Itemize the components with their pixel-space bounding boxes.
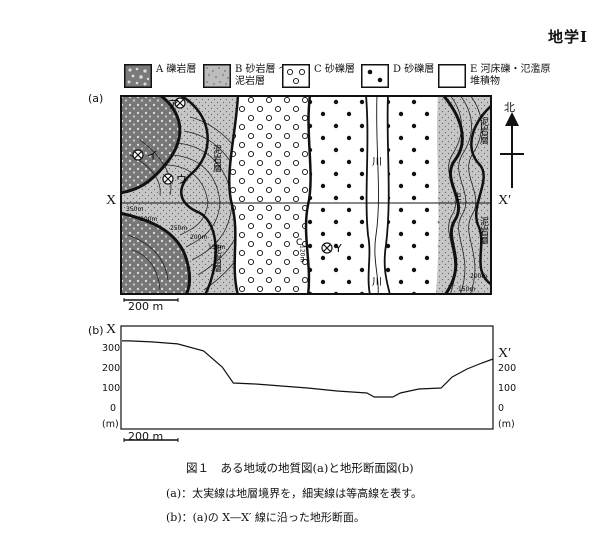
river-label-top: 川 xyxy=(372,157,382,168)
map-scale-bar xyxy=(123,298,179,302)
legend-swatch-sandstone xyxy=(203,64,231,88)
boundary-right-thick xyxy=(441,95,464,295)
layer-b-area-right xyxy=(436,95,492,295)
point-u-label: ウ xyxy=(176,173,187,186)
point-i-marker xyxy=(132,149,144,161)
legend-label-e: E 河床礫・氾濫原堆積物 xyxy=(470,64,551,87)
section-profile-line xyxy=(122,340,494,398)
point-u-marker xyxy=(162,173,174,185)
ytick-left-0: 0 xyxy=(110,403,117,414)
ytick-right-0: 0 xyxy=(498,403,505,414)
point-i-label: イ xyxy=(147,149,158,162)
section-x-right-label: X′ xyxy=(498,346,512,361)
ytick-left-200: 200 xyxy=(102,363,121,374)
ytick-right-200: 200 xyxy=(498,363,517,374)
boundary-a-b-top xyxy=(120,95,182,195)
map-panel-label: (a) xyxy=(88,92,104,105)
section-panel-label: (b) xyxy=(88,324,104,337)
ytick-left-unit: (m) xyxy=(102,419,119,430)
contour-label-300: 300m xyxy=(140,216,157,223)
contour-label-150-right: 150m xyxy=(458,286,475,293)
geologic-map: ア イ ウ Y 川 川 泥岩層 泥岩層 泥岩層 泥岩層 350m 300m 25… xyxy=(120,95,492,295)
map-x-left-label: X xyxy=(106,193,117,208)
mudstone-label-left-bottom: 泥岩層 xyxy=(211,245,222,273)
point-y-marker xyxy=(321,242,333,254)
mudstone-label-left-top: 泥岩層 xyxy=(211,145,222,173)
contour-label-200-right: 200m xyxy=(470,273,487,280)
topographic-section xyxy=(120,325,494,430)
point-y-label: Y xyxy=(334,242,342,255)
boundary-right-thick-2 xyxy=(470,104,492,287)
contour-label-150: 150m xyxy=(208,244,225,251)
point-a-label: ア xyxy=(168,98,179,111)
contour-label-200: 200m xyxy=(190,234,207,241)
legend-item-a: A 礫岩層 xyxy=(124,64,196,94)
section-frame xyxy=(120,325,494,430)
boundary-b-inner xyxy=(179,95,217,295)
legend-item-d: D 砂礫層 xyxy=(361,64,434,94)
legend-swatch-blank xyxy=(438,64,466,88)
mudstone-label-right-top: 泥岩層 xyxy=(478,117,489,145)
map-frame xyxy=(120,95,492,295)
figure-caption-note-b: (b)：(a)の X―X′ 線に沿った地形断面。 xyxy=(166,511,365,524)
contour-label-120: 120m xyxy=(299,245,306,262)
boundary-c-d xyxy=(304,95,312,295)
figure-caption-note-a: (a)：太実線は地層境界を，細実線は等高線を表す。 xyxy=(166,487,423,500)
legend-item-e: E 河床礫・氾濫原堆積物 xyxy=(438,64,552,94)
map-x-right-label: X′ xyxy=(498,193,512,208)
north-label: 北 xyxy=(504,101,515,114)
figure-caption-title: 図１ ある地域の地質図(a)と地形断面図(b) xyxy=(186,461,414,475)
legend-item-c: C 砂礫層 xyxy=(282,64,355,94)
contour-label-250: 250m xyxy=(170,225,187,232)
layer-a-area-top xyxy=(120,95,180,193)
legend-label-c: C 砂礫層 xyxy=(314,64,355,75)
ytick-left-300: 300 xyxy=(102,343,121,354)
contour-label-350: 350m xyxy=(126,206,143,213)
map-scale-label: 200 m xyxy=(128,300,164,313)
legend-swatch-dots xyxy=(361,64,389,88)
river-label-bottom: 川 xyxy=(372,277,382,288)
legend-item-b: B 砂岩層 ～泥岩層 xyxy=(203,64,295,94)
point-a-marker xyxy=(174,97,186,109)
legend-label-b: B 砂岩層 ～泥岩層 xyxy=(235,64,289,87)
layer-tag-e: E xyxy=(456,193,462,203)
legend-label-a: A 礫岩層 xyxy=(156,64,197,75)
boundary-b-c xyxy=(228,95,240,295)
mudstone-label-right-bottom: 泥岩層 xyxy=(478,217,489,245)
section-scale-bar xyxy=(123,438,179,442)
layer-c-pattern xyxy=(229,95,311,295)
legend-label-d: D 砂礫層 xyxy=(393,64,435,75)
section-x-left-label: X xyxy=(106,322,117,337)
legend-swatch-open-circles xyxy=(282,64,310,88)
layer-tag-c: C xyxy=(296,238,302,248)
ytick-right-unit: (m) xyxy=(498,419,515,430)
subject-header: 地学Ⅰ xyxy=(547,28,588,46)
north-arrow-icon xyxy=(500,112,524,188)
boundary-a-b-bottom xyxy=(120,211,192,295)
ytick-right-100: 100 xyxy=(498,383,517,394)
ytick-left-100: 100 xyxy=(102,383,121,394)
river-line xyxy=(374,95,379,295)
layer-a-area-bottom xyxy=(120,213,190,295)
legend-swatch-conglomerate xyxy=(124,64,152,88)
section-scale-label: 200 m xyxy=(128,430,164,443)
